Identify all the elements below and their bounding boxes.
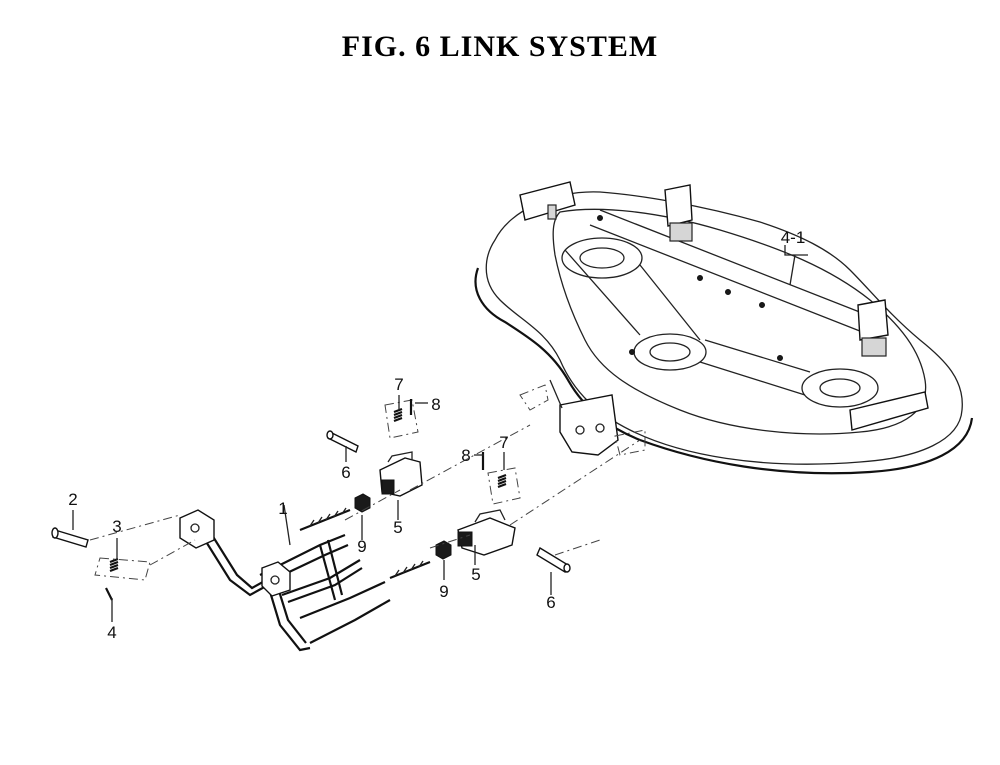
link-frame [179, 507, 431, 652]
callout-4-1-mower-deck: 4-1 [781, 228, 806, 247]
spring-upper [384, 399, 419, 439]
pin-upper [326, 430, 359, 453]
nut-upper [354, 493, 371, 513]
cotter-pin-left [105, 587, 113, 601]
callout-2-clevis-pin: 2 [68, 490, 77, 509]
callout-5-lower-link: 5 [471, 565, 480, 584]
callout-7-lower-spring: 7 [499, 433, 508, 452]
callout-6-lower-pin: 6 [546, 593, 555, 612]
leader-lines [72, 245, 808, 622]
callout-8-upper-pin: 8 [431, 395, 440, 414]
spring-lower [487, 467, 521, 505]
callout-5-upper-link: 5 [393, 518, 402, 537]
mower-deck [474, 181, 974, 475]
callout-8-lower-pin: 8 [461, 446, 470, 465]
callout-9-lower-nut: 9 [439, 582, 448, 601]
callout-4-cotter-pin: 4 [107, 623, 116, 642]
pin-lower [536, 546, 571, 574]
callout-9-upper-nut: 9 [357, 537, 366, 556]
clevis-pin [51, 527, 89, 548]
figure-title: FIG. 6 LINK SYSTEM [341, 30, 659, 63]
callout-6-upper-pin: 6 [341, 463, 350, 482]
lift-link-upper [379, 451, 423, 497]
callout-7-upper-spring: 7 [394, 375, 403, 394]
callout-1-link-frame: 1 [278, 499, 287, 518]
nut-lower [435, 540, 452, 560]
callout-3-spring: 3 [112, 517, 121, 536]
lift-link-lower [457, 509, 516, 556]
spring-left [94, 557, 151, 581]
